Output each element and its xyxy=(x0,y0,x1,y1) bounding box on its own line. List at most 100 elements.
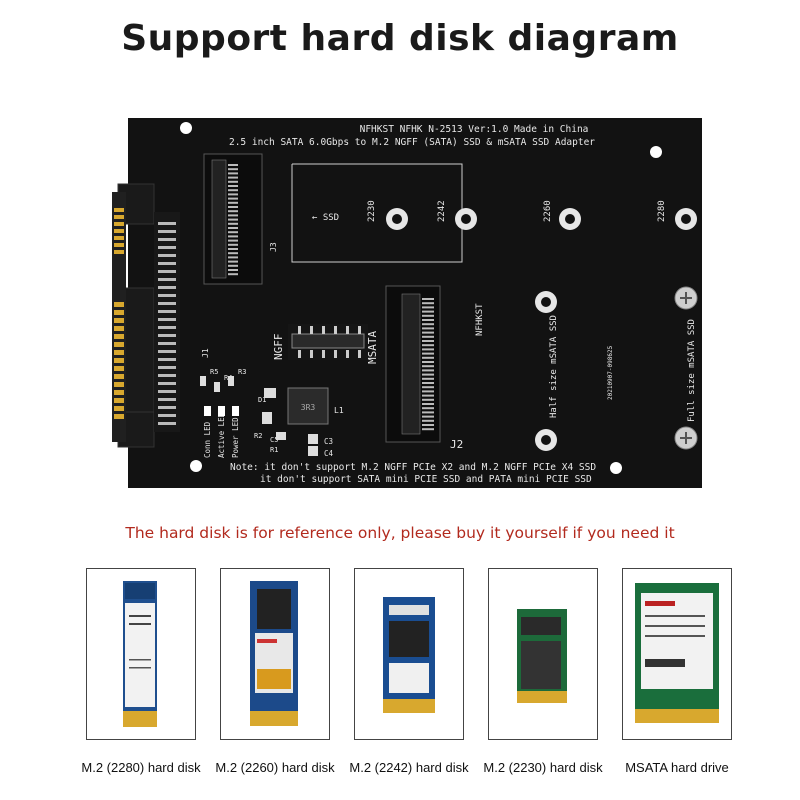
board-header-1: NFHKST NFHK N-2513 Ver:1.0 Made in China xyxy=(360,124,589,135)
connector-pin xyxy=(158,278,176,281)
pos-2280: 2280 xyxy=(657,200,667,222)
connector-pin xyxy=(298,326,301,334)
label-j1: J1 xyxy=(201,348,210,358)
connector-pin xyxy=(422,327,434,330)
connector-pin xyxy=(114,222,124,226)
connector-pin xyxy=(228,210,238,213)
connector-pin xyxy=(114,366,124,371)
drive-label-2260: M.2 (2260) hard disk xyxy=(215,760,335,775)
connector-pin xyxy=(310,350,313,358)
connector-pin xyxy=(114,250,124,254)
connector-pin xyxy=(228,185,238,187)
connector-pin xyxy=(114,374,124,379)
connector-pin xyxy=(114,358,124,363)
drive-label-2242: M.2 (2242) hard disk xyxy=(349,760,469,775)
label-full-size: Full size mSATA SSD xyxy=(687,319,697,422)
connector-pin xyxy=(158,270,176,273)
reference-note: The hard disk is for reference only, ple… xyxy=(125,524,675,542)
connector-pin xyxy=(158,334,176,337)
connector-pin xyxy=(422,298,434,300)
connector-pin xyxy=(114,414,124,419)
mount-hole xyxy=(180,122,192,134)
drive-label-sticker xyxy=(125,603,155,707)
sata-connector xyxy=(112,183,180,448)
connector-pin xyxy=(158,398,176,401)
drive-label-msata: MSATA hard drive xyxy=(625,760,729,775)
label-c3: C3 xyxy=(324,437,333,446)
connector-pin xyxy=(158,358,176,361)
connector-pin xyxy=(422,361,434,363)
connector-pin xyxy=(358,326,361,334)
connector-pin xyxy=(334,350,337,358)
gold-contacts xyxy=(517,691,567,703)
drive-card-2280 xyxy=(86,568,196,740)
connector-pin xyxy=(114,310,124,315)
connector-pin xyxy=(322,326,325,334)
connector-pin xyxy=(322,350,325,358)
connector-pin xyxy=(422,314,434,317)
connector-pin xyxy=(422,319,434,321)
connector-pin xyxy=(158,414,176,417)
connector-pin xyxy=(158,246,176,249)
pos-2242: 2242 xyxy=(437,200,447,222)
label-msata: MSATA xyxy=(366,331,379,364)
connector-pin xyxy=(422,394,434,397)
label-r3: R3 xyxy=(238,368,246,376)
drive-label-sticker xyxy=(641,593,713,689)
connector-pin xyxy=(114,382,124,387)
connector-pin xyxy=(114,406,124,411)
label-r1: R1 xyxy=(270,446,278,454)
connector-pin xyxy=(114,229,124,233)
date-code: 20210907-098625 xyxy=(607,345,614,400)
connector-pin xyxy=(228,189,238,192)
connector-pin xyxy=(228,256,238,259)
connector-pin xyxy=(228,235,238,238)
connector-pin xyxy=(114,350,124,355)
page-title: Support hard disk diagram xyxy=(121,18,679,59)
connector-pin xyxy=(422,382,434,384)
label-j3: J3 xyxy=(269,242,278,252)
connector-pin xyxy=(228,243,238,246)
connector-pin xyxy=(422,419,434,422)
connector-pin xyxy=(346,350,349,358)
label-c5: C5 xyxy=(270,436,278,444)
label-l1: L1 xyxy=(334,406,344,415)
connector-pin xyxy=(158,238,176,241)
connector-pin xyxy=(422,369,434,372)
connector-pin xyxy=(228,172,238,175)
connector-pin xyxy=(228,273,238,276)
drive-card-msata xyxy=(622,568,732,740)
connector-pin xyxy=(422,356,434,359)
gold-contacts xyxy=(250,711,298,726)
connector-pin xyxy=(228,206,238,208)
connector-pin xyxy=(228,176,238,179)
mount-hole xyxy=(650,146,662,158)
connector-pin xyxy=(228,214,238,217)
connector-pin xyxy=(158,222,176,225)
drive-card-2260 xyxy=(220,568,330,740)
connector-pin xyxy=(228,264,238,267)
connector-pin xyxy=(422,386,434,389)
label-r2: R2 xyxy=(254,432,262,440)
connector-pin xyxy=(310,326,313,334)
connector-pin xyxy=(228,248,238,250)
label-conn-led: Conn LED xyxy=(203,421,212,458)
connector-pin xyxy=(228,239,238,242)
pos-2260: 2260 xyxy=(543,200,553,222)
gold-contacts xyxy=(123,711,157,727)
connector-pin xyxy=(114,236,124,240)
label-j2: J2 xyxy=(450,438,463,451)
led-power xyxy=(232,406,239,416)
led-active xyxy=(218,406,225,416)
inductor-l1 xyxy=(287,387,329,425)
connector-pin xyxy=(158,318,176,321)
connector-pin xyxy=(422,302,434,305)
connector-pin xyxy=(114,390,124,395)
connector-pin xyxy=(228,231,238,234)
connector-pin xyxy=(158,286,176,289)
connector-pin xyxy=(422,373,434,376)
connector-pin xyxy=(422,424,434,426)
drive-card-2242 xyxy=(354,568,464,740)
connector-pin xyxy=(228,252,238,255)
connector-pin xyxy=(158,310,176,313)
